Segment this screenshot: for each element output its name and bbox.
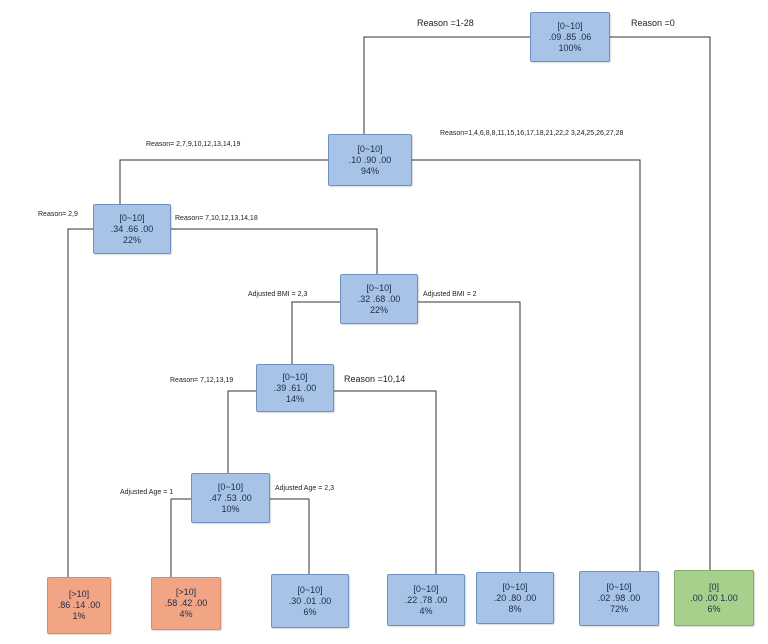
edge-label-n4-n5: Reason= 7,12,13,19	[170, 377, 234, 384]
edge-n3-leaf5	[418, 301, 521, 572]
node-class: [0~10]	[217, 481, 244, 492]
edge-label-n4-leaf4: Reason =10,14	[344, 374, 406, 384]
edge-root-leaf7	[610, 36, 711, 570]
edge-label-n2-leaf1: Reason= 2,9	[38, 211, 78, 218]
node-probs: .10 .90 .00	[348, 154, 392, 165]
node-probs: .34 .66 .00	[110, 223, 154, 234]
node-class: [0~10]	[297, 584, 323, 595]
node-probs: .58 .42 .00	[164, 598, 208, 608]
node-probs: .47 .53 .00	[209, 492, 252, 503]
node-probs: .39 .61 .00	[273, 382, 317, 393]
node-pct: 100%	[558, 42, 582, 53]
node-pct: 4%	[419, 605, 433, 616]
edge-n5-leaf2	[170, 498, 191, 577]
node-class: [>10]	[68, 589, 90, 599]
node-class: [0]	[708, 581, 719, 592]
node-pct: 6%	[303, 606, 317, 617]
edge-label-n5-leaf3: Adjusted Age = 2,3	[275, 485, 334, 492]
edge-label-root-leaf7: Reason =0	[631, 18, 675, 28]
node-probs: .02 .98 .00	[597, 593, 641, 603]
node-probs: .00 .00 1.00	[690, 592, 738, 603]
node-pct: 1%	[72, 611, 86, 621]
node-probs: .30 .01 .00	[288, 595, 332, 606]
node-pct: 14%	[285, 393, 304, 404]
edge-n1-leaf6	[412, 159, 641, 571]
edge-label-n1-n2: Reason= 2,7,9,10,12,13,14,19	[146, 141, 241, 148]
node-probs: .32 .68 .00	[357, 293, 401, 304]
node-probs: .86 .14 .00	[57, 600, 101, 610]
node-class: [0~10]	[357, 143, 383, 154]
edge-label-n1-leaf6: Reason=1,4,6,8,8,11,15,16,17,18,21,22,2 …	[440, 130, 624, 137]
node-class: [>10]	[175, 587, 197, 597]
node-class: [0~10]	[557, 20, 583, 31]
node-pct: 72%	[609, 604, 628, 614]
node-probs: .22 .78 .00	[404, 594, 448, 605]
node-class: [0~10]	[366, 282, 392, 293]
node-pct: 22%	[122, 234, 141, 245]
edge-n3-n4	[291, 301, 340, 364]
edge-n2-leaf1	[67, 228, 93, 577]
edge-label-n3-n4: Adjusted BMI = 2,3	[248, 291, 308, 298]
node-pct: 22%	[369, 304, 388, 315]
edge-label-n2-n3: Reason= 7,10,12,13,14,18	[175, 215, 258, 222]
node-pct: 8%	[508, 603, 522, 614]
node-pct: 94%	[360, 165, 379, 176]
edge-n2-n3	[171, 228, 378, 274]
edge-label-root-n1: Reason =1-28	[417, 18, 474, 28]
node-probs: .20 .80 .00	[493, 592, 537, 603]
node-probs: .09 .85 .06	[548, 31, 592, 42]
node-pct: 10%	[221, 503, 240, 514]
node-pct: 4%	[179, 609, 193, 619]
node-class: [0~10]	[119, 212, 145, 223]
node-class: [0~10]	[413, 583, 439, 594]
node-class: [0~10]	[502, 581, 528, 592]
node-pct: 6%	[707, 603, 721, 614]
edge-n1-n2	[119, 159, 328, 204]
edge-n4-leaf4	[334, 390, 437, 574]
node-class: [0~10]	[282, 371, 308, 382]
edge-label-n5-leaf2: Adjusted Age = 1	[120, 489, 174, 496]
edge-label-n3-leaf5: Adjusted BMI = 2	[423, 291, 477, 298]
node-class: [0~10]	[606, 582, 632, 592]
edge-n4-n5	[227, 390, 256, 473]
edge-root-n1	[363, 36, 530, 134]
edge-n5-leaf3	[270, 498, 310, 574]
